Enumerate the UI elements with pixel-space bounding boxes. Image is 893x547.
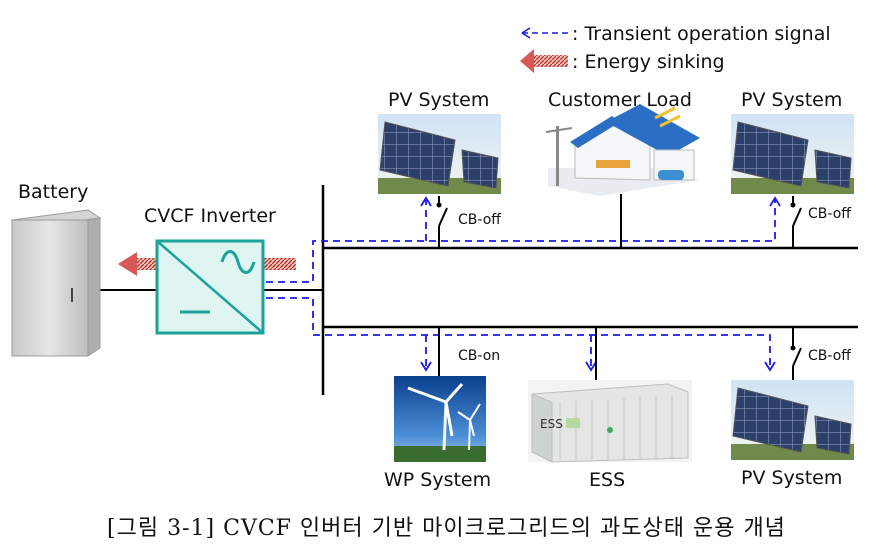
legend-energy-label: : Energy sinking xyxy=(572,51,725,73)
legend xyxy=(520,27,568,73)
legend-energy-arrow-icon xyxy=(520,49,568,73)
cb-bottom-right-switch-icon xyxy=(792,347,802,367)
customer-load-image xyxy=(545,104,700,196)
pv-top-right-label: PV System xyxy=(741,89,842,111)
inverter-label: CVCF Inverter xyxy=(144,205,276,227)
ess-label: ESS xyxy=(589,469,625,491)
battery-label: Battery xyxy=(18,181,88,203)
bus-lines xyxy=(100,185,858,395)
cb-wp-label: CB-on xyxy=(458,348,500,364)
cb-top-left-switch-icon xyxy=(438,207,448,227)
cb-top-right-label: CB-off xyxy=(808,206,851,222)
pv-top-left-label: PV System xyxy=(388,89,489,111)
energy-sinking-arrow-left xyxy=(118,252,159,276)
transient-signal-paths xyxy=(266,200,776,370)
ess-box-text: ESS xyxy=(540,417,563,431)
cb-bottom-right-label: CB-off xyxy=(808,348,851,364)
pv-image-top-right xyxy=(731,114,854,194)
legend-transient-label: : Transient operation signal xyxy=(572,23,831,45)
ac-wave-icon xyxy=(220,250,256,274)
cb-top-left-label: CB-off xyxy=(458,212,501,228)
inverter-box xyxy=(155,239,265,335)
energy-sinking-arrow-right xyxy=(264,258,296,270)
wp-label: WP System xyxy=(384,469,491,491)
breaker-dots xyxy=(436,202,796,351)
figure-caption: [그림 3-1] CVCF 인버터 기반 마이크로그리드의 과도상태 운용 개념 xyxy=(107,516,786,541)
legend-signal-arrow-icon xyxy=(521,27,531,39)
customer-load-label: Customer Load xyxy=(548,89,692,111)
battery-cabinet xyxy=(10,209,102,357)
ess-image xyxy=(528,380,692,463)
signal-arrowheads xyxy=(420,196,781,372)
branch-connections xyxy=(438,194,802,380)
pv-image-top-left xyxy=(378,114,501,194)
pv-image-bottom-right xyxy=(731,380,854,460)
cb-top-right-switch-icon xyxy=(792,207,802,227)
pv-bottom-right-label: PV System xyxy=(741,467,842,489)
wp-image xyxy=(394,376,486,462)
